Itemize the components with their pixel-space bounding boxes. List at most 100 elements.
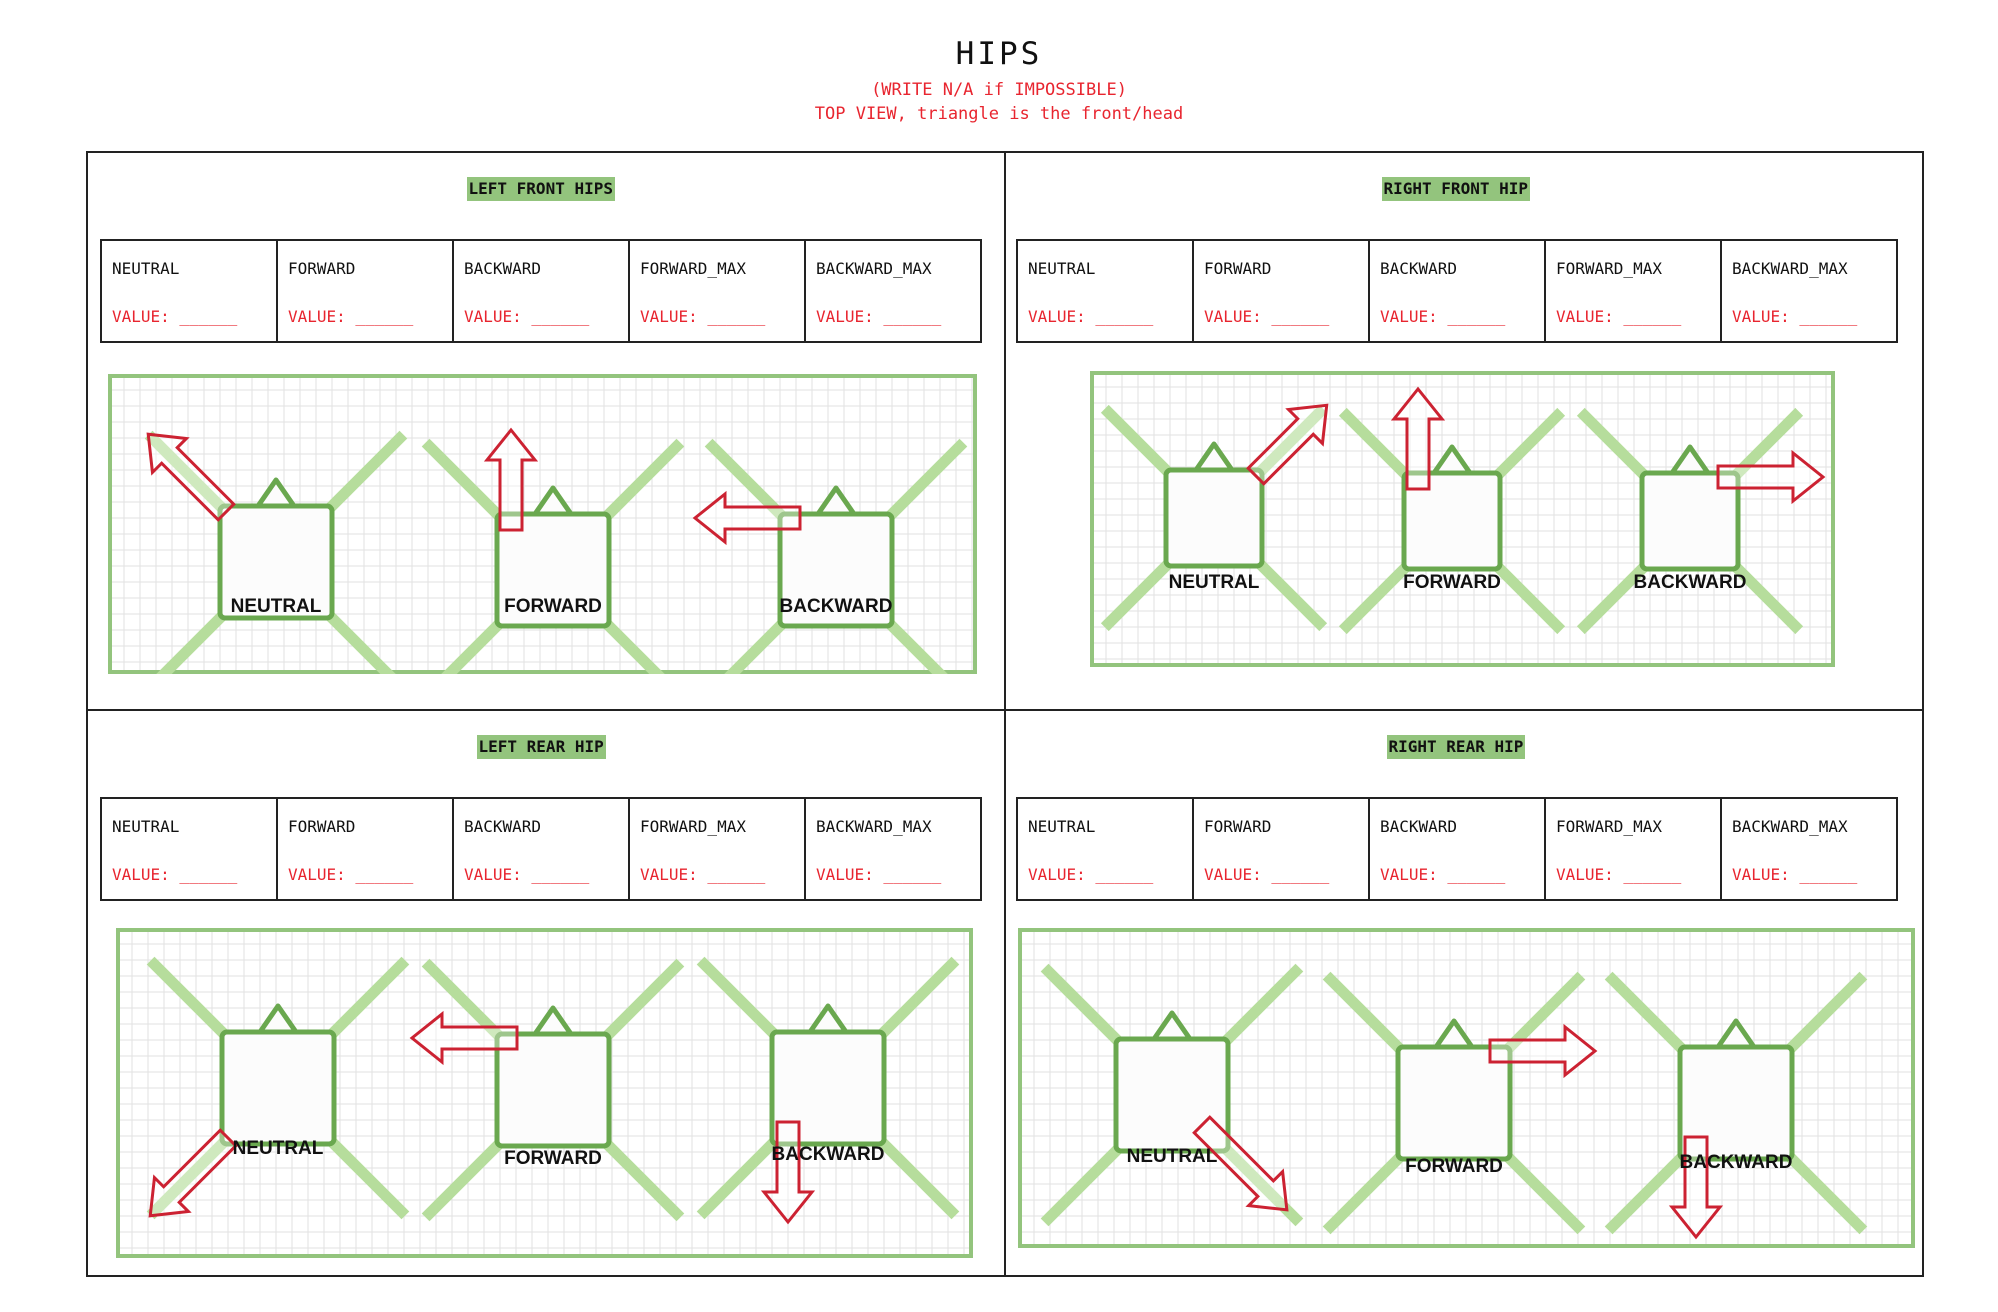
pose-label: NEUTRAL — [1169, 572, 1260, 593]
pose-forward: FORWARD — [1338, 386, 1566, 635]
value-field[interactable]: VALUE: ______ — [1028, 865, 1154, 884]
value-cell-forward-max[interactable]: FORWARD_MAX VALUE: ______ — [1546, 241, 1722, 341]
value-field[interactable]: VALUE: ______ — [464, 865, 590, 884]
diagram-border — [1018, 928, 1915, 1248]
diagram-border — [108, 374, 977, 674]
head-triangle — [1431, 444, 1473, 476]
value-field[interactable]: VALUE: ______ — [288, 865, 414, 884]
value-field[interactable]: VALUE: ______ — [640, 307, 766, 326]
value-field[interactable]: VALUE: ______ — [1732, 865, 1858, 884]
pose-label: FORWARD — [1405, 1156, 1503, 1177]
value-field[interactable]: VALUE: ______ — [1380, 865, 1506, 884]
body-square — [1163, 467, 1265, 569]
value-cell-neutral[interactable]: NEUTRAL VALUE: ______ — [102, 241, 278, 341]
value-table: NEUTRAL VALUE: ______ FORWARD VALUE: ______… — [100, 239, 982, 343]
value-field[interactable]: VALUE: ______ — [112, 865, 238, 884]
value-field[interactable]: VALUE: ______ — [1204, 865, 1330, 884]
body-square — [219, 1029, 337, 1147]
head-triangle — [1433, 1018, 1475, 1050]
column-label: FORWARD_MAX — [1556, 259, 1662, 278]
value-field[interactable]: VALUE: ______ — [1732, 307, 1858, 326]
value-field[interactable]: VALUE: ______ — [464, 307, 590, 326]
direction-arrow-icon — [483, 427, 539, 532]
value-cell-backward[interactable]: BACKWARD VALUE: ______ — [454, 799, 630, 899]
column-label: NEUTRAL — [112, 817, 180, 836]
value-field[interactable]: VALUE: ______ — [1028, 307, 1154, 326]
head-triangle — [807, 1003, 849, 1035]
column-label: BACKWARD_MAX — [1732, 259, 1848, 278]
value-cell-backward-max[interactable]: BACKWARD_MAX VALUE: ______ — [1722, 241, 1896, 341]
direction-arrow-icon — [692, 490, 802, 546]
column-label: FORWARD — [288, 817, 356, 836]
pose-label: NEUTRAL — [233, 1138, 324, 1159]
value-field[interactable]: VALUE: ______ — [640, 865, 766, 884]
pose-label: BACKWARD — [780, 596, 893, 617]
pose-label: NEUTRAL — [231, 596, 322, 617]
value-cell-backward[interactable]: BACKWARD VALUE: ______ — [1370, 799, 1546, 899]
value-field[interactable]: VALUE: ______ — [1556, 865, 1682, 884]
quadrant-title: LEFT FRONT HIPS — [466, 177, 615, 201]
column-label: FORWARD_MAX — [1556, 817, 1662, 836]
direction-arrow-icon — [760, 1120, 816, 1225]
value-cell-forward[interactable]: FORWARD VALUE: ______ — [1194, 799, 1370, 899]
value-cell-backward-max[interactable]: BACKWARD_MAX VALUE: ______ — [1722, 799, 1896, 899]
quadrant-title: RIGHT REAR HIP — [1386, 735, 1526, 759]
column-label: NEUTRAL — [1028, 817, 1096, 836]
value-cell-neutral[interactable]: NEUTRAL VALUE: ______ — [1018, 799, 1194, 899]
column-label: FORWARD — [1204, 817, 1272, 836]
direction-arrow-icon — [1246, 403, 1329, 486]
direction-arrow-icon — [1390, 386, 1446, 491]
direction-arrow-icon — [409, 1010, 519, 1066]
diagram-border — [1090, 371, 1835, 667]
head-triangle — [1193, 441, 1235, 473]
pose-backward: BACKWARD — [692, 438, 968, 674]
direction-arrow-icon — [1716, 449, 1826, 505]
pose-backward: BACKWARD — [1604, 971, 1868, 1240]
value-cell-forward-max[interactable]: FORWARD_MAX VALUE: ______ — [1546, 799, 1722, 899]
head-triangle — [532, 485, 574, 517]
column-label: FORWARD_MAX — [640, 259, 746, 278]
vertical-divider — [1004, 151, 1006, 1277]
value-cell-forward[interactable]: FORWARD VALUE: ______ — [278, 241, 454, 341]
pose-diagram: NEUTRAL FORWARD BACKWARD — [1018, 928, 1915, 1248]
pose-diagram: NEUTRAL FORWARD BACKWARD — [116, 928, 973, 1258]
column-label: BACKWARD — [464, 259, 542, 278]
pose-label: FORWARD — [504, 1148, 602, 1169]
value-field[interactable]: VALUE: ______ — [1204, 307, 1330, 326]
value-field[interactable]: VALUE: ______ — [816, 307, 942, 326]
value-cell-forward[interactable]: FORWARD VALUE: ______ — [278, 799, 454, 899]
pose-neutral: NEUTRAL — [144, 430, 408, 674]
pose-backward: BACKWARD — [1576, 407, 1826, 635]
column-label: NEUTRAL — [1028, 259, 1096, 278]
value-field[interactable]: VALUE: ______ — [816, 865, 942, 884]
head-triangle — [1715, 1018, 1757, 1050]
column-label: BACKWARD — [464, 817, 542, 836]
value-field[interactable]: VALUE: ______ — [112, 307, 238, 326]
column-label: FORWARD — [1204, 259, 1272, 278]
column-label: BACKWARD — [1380, 817, 1458, 836]
value-table: NEUTRAL VALUE: ______ FORWARD VALUE: ______… — [1016, 239, 1898, 343]
value-field[interactable]: VALUE: ______ — [1380, 307, 1506, 326]
column-label: NEUTRAL — [112, 259, 180, 278]
value-cell-neutral[interactable]: NEUTRAL VALUE: ______ — [102, 799, 278, 899]
value-cell-neutral[interactable]: NEUTRAL VALUE: ______ — [1018, 241, 1194, 341]
body-square — [494, 1031, 612, 1149]
direction-arrow-icon — [1668, 1135, 1724, 1240]
value-field[interactable]: VALUE: ______ — [288, 307, 414, 326]
value-cell-forward-max[interactable]: FORWARD_MAX VALUE: ______ — [630, 241, 806, 341]
pose-neutral: NEUTRAL — [1040, 963, 1304, 1227]
pose-backward: BACKWARD — [696, 956, 960, 1225]
pose-label: BACKWARD — [772, 1144, 885, 1165]
value-cell-forward[interactable]: FORWARD VALUE: ______ — [1194, 241, 1370, 341]
head-triangle — [815, 485, 857, 517]
value-cell-backward[interactable]: BACKWARD VALUE: ______ — [454, 241, 630, 341]
value-table: NEUTRAL VALUE: ______ FORWARD VALUE: ______… — [100, 797, 982, 901]
value-field[interactable]: VALUE: ______ — [1556, 307, 1682, 326]
column-label: FORWARD — [288, 259, 356, 278]
column-label: BACKWARD_MAX — [1732, 817, 1848, 836]
